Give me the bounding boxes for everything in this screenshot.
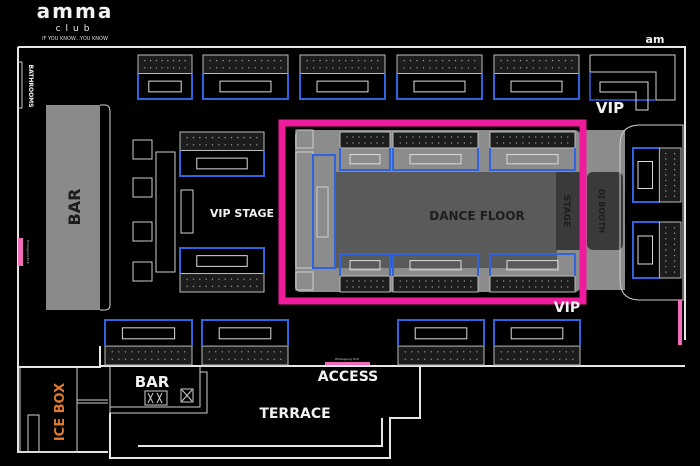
terrace-outline [109, 367, 421, 459]
bar-label: BAR [65, 189, 84, 226]
terrace-bar-label: BAR [135, 373, 170, 391]
vip-stage-bench [155, 151, 176, 273]
stage-label: STAGE [561, 195, 571, 227]
right-vip-section [619, 124, 684, 301]
vip-top-label: VIP [596, 99, 624, 117]
emergency-exit-access [325, 362, 370, 365]
bathrooms-door [18, 61, 23, 109]
ice-box-label: ICE BOX [53, 383, 68, 441]
corner-logo: am [646, 33, 665, 46]
standing-table[interactable] [132, 221, 153, 242]
booth[interactable] [397, 319, 485, 366]
outer-wall [18, 46, 686, 340]
terrace-bar: BAR [109, 366, 208, 414]
booth[interactable] [137, 54, 193, 100]
left-wall [17, 47, 108, 453]
booth[interactable] [632, 147, 682, 203]
dj-booth-label: DJ BOOTH [597, 189, 606, 233]
dance-floor[interactable] [335, 172, 557, 268]
booth[interactable] [339, 131, 391, 171]
standing-table[interactable] [132, 177, 153, 198]
booth[interactable] [179, 247, 265, 293]
brand-tagline: IF YOU KNOW...YOU KNOW [42, 36, 108, 42]
stage[interactable] [556, 172, 580, 250]
standing-table[interactable] [132, 261, 153, 282]
highlight-frame [278, 119, 587, 305]
brand-logo: amma club IF YOU KNOW...YOU KNOW am [37, 0, 665, 46]
vip-stage-label: VIP STAGE [210, 207, 274, 220]
vip-stage-area: VIP STAGE [155, 151, 274, 273]
vip-bottom-label: VIP [554, 300, 580, 316]
emergency-exit-label: Emergency Exit [335, 357, 359, 361]
booth[interactable] [179, 131, 265, 177]
booth[interactable] [632, 221, 682, 279]
booths [104, 54, 682, 366]
sink-icon [180, 388, 194, 403]
booth[interactable] [299, 54, 386, 100]
ice-box-room [19, 367, 108, 453]
terrace-label: TERRACE [259, 406, 330, 422]
booth[interactable] [104, 319, 193, 366]
brand-sub: club [56, 24, 95, 34]
booth[interactable] [202, 54, 289, 100]
mid-wall [18, 346, 685, 368]
emergency-exit-left-label: Emergency Exit [26, 240, 30, 264]
vip-stage-table [180, 189, 194, 234]
sink-icon [144, 390, 168, 406]
booth[interactable] [489, 253, 576, 293]
booth[interactable] [201, 319, 289, 366]
emergency-exit-right [678, 300, 682, 345]
booth[interactable] [392, 131, 479, 171]
ice-box-door [27, 414, 40, 453]
standing-table[interactable] [132, 139, 153, 160]
booth[interactable] [493, 319, 581, 366]
booth[interactable] [392, 253, 479, 293]
main-bar: BAR [46, 104, 111, 311]
vip-corner-booth[interactable] [589, 54, 676, 111]
booth[interactable] [493, 54, 580, 100]
brand-name: amma [37, 0, 114, 23]
bathrooms-label: BATHROOMS [27, 65, 34, 108]
access-label: ACCESS [318, 369, 378, 385]
booth[interactable] [339, 253, 391, 293]
dance-floor-label: DANCE FLOOR [429, 209, 525, 223]
emergency-exit-left [18, 238, 23, 266]
booth[interactable] [396, 54, 483, 100]
booth[interactable] [489, 131, 576, 171]
dj-booth[interactable] [587, 172, 623, 250]
